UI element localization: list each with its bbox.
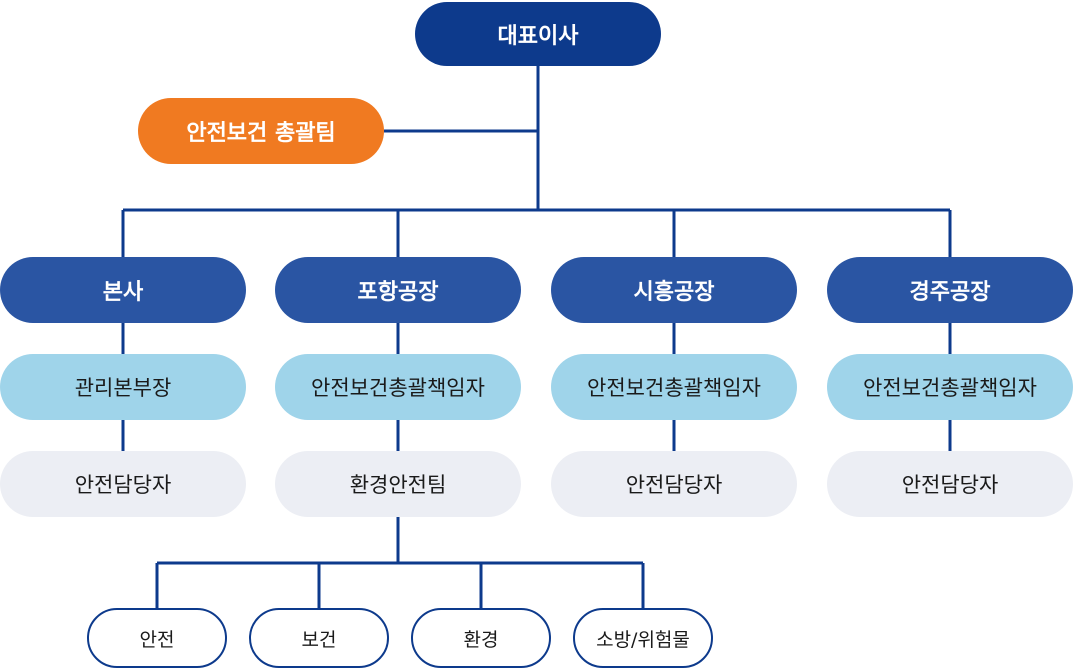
manager-node-hq: 관리본부장	[0, 354, 246, 420]
staff-node-siheung: 안전담당자	[551, 451, 797, 517]
manager-node-siheung: 안전보건총괄책임자	[551, 354, 797, 420]
ceo-node: 대표이사	[415, 2, 661, 66]
staff-node-gyeongju: 안전담당자	[827, 451, 1073, 517]
site-node-pohang: 포항공장	[275, 257, 521, 323]
sub-unit-environment: 환경	[411, 608, 551, 668]
site-node-hq: 본사	[0, 257, 246, 323]
sub-unit-safety: 안전	[87, 608, 227, 668]
staff-node-hq: 안전담당자	[0, 451, 246, 517]
sub-unit-health: 보건	[249, 608, 389, 668]
staff-node-pohang: 환경안전팀	[275, 451, 521, 517]
site-node-siheung: 시흥공장	[551, 257, 797, 323]
manager-node-gyeongju: 안전보건총괄책임자	[827, 354, 1073, 420]
manager-node-pohang: 안전보건총괄책임자	[275, 354, 521, 420]
safety-team-node: 안전보건 총괄팀	[138, 98, 384, 164]
sub-unit-fire-hazmat: 소방/위험물	[573, 608, 713, 668]
site-node-gyeongju: 경주공장	[827, 257, 1073, 323]
